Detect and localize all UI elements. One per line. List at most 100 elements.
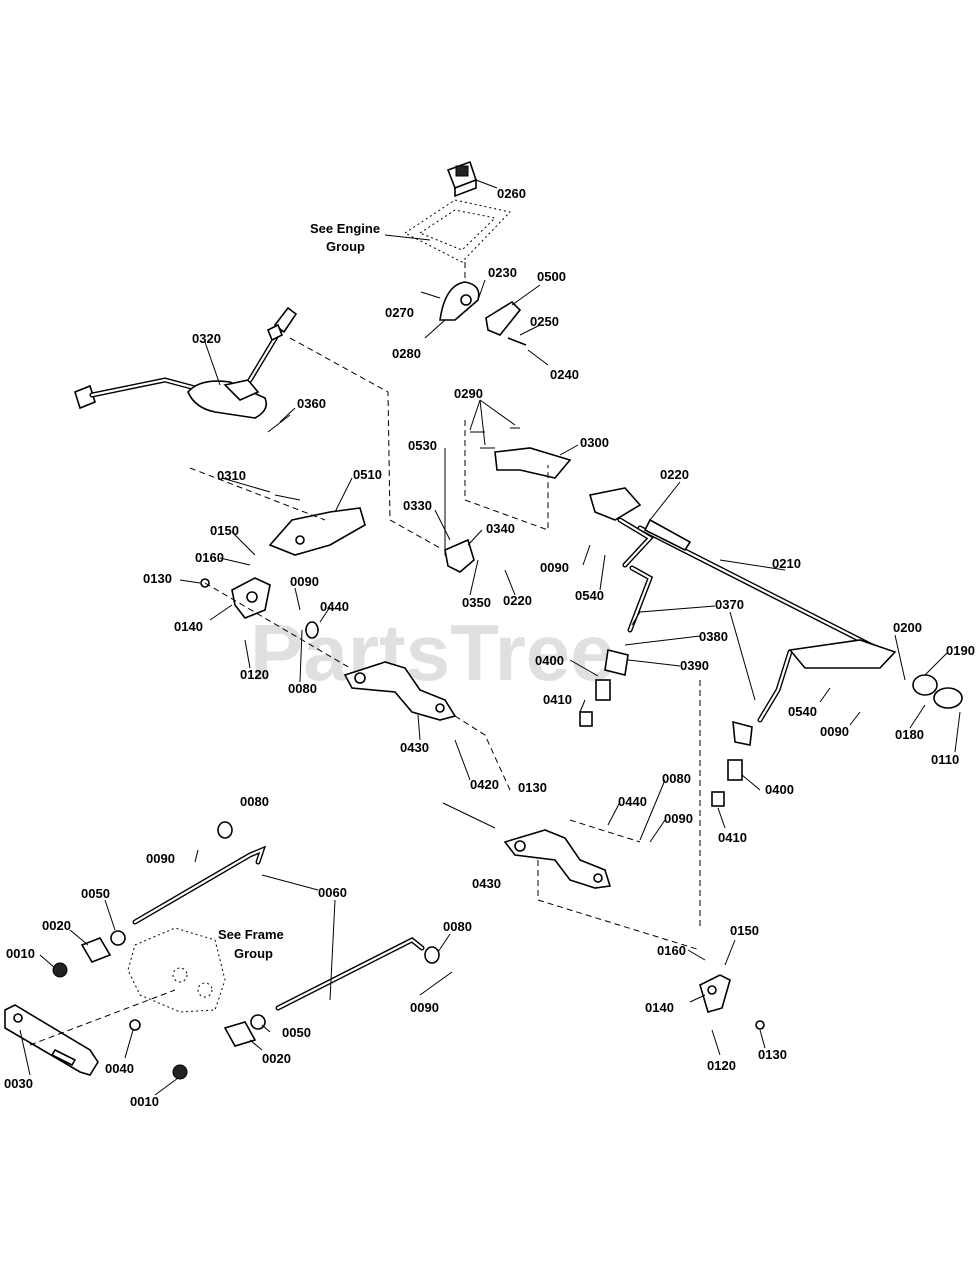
bushing-0400-0410-b[interactable] [711, 759, 743, 807]
label-0080-c[interactable]: 0080 [240, 794, 269, 809]
label-0020-a[interactable]: 0020 [42, 918, 71, 933]
label-0040[interactable]: 0040 [105, 1061, 134, 1076]
label-0120-a[interactable]: 0120 [240, 667, 269, 682]
label-0440-a[interactable]: 0440 [320, 599, 349, 614]
label-0390[interactable]: 0390 [680, 658, 709, 673]
label-0410-b[interactable]: 0410 [718, 830, 747, 845]
label-0090-f[interactable]: 0090 [540, 560, 569, 575]
label-0210[interactable]: 0210 [772, 556, 801, 571]
lever-0210-arm[interactable] [788, 639, 897, 669]
label-0430-a[interactable]: 0430 [400, 740, 429, 755]
label-0500[interactable]: 0500 [537, 269, 566, 284]
lever-0430-b[interactable] [503, 829, 612, 889]
label-0270[interactable]: 0270 [385, 305, 414, 320]
arm-0370[interactable] [627, 565, 793, 723]
label-0120-b[interactable]: 0120 [707, 1058, 736, 1073]
label-0010-a[interactable]: 0010 [6, 946, 35, 961]
label-0330[interactable]: 0330 [403, 498, 432, 513]
label-0160-a[interactable]: 0160 [195, 550, 224, 565]
label-0360[interactable]: 0360 [297, 396, 326, 411]
label-0090-c[interactable]: 0090 [664, 811, 693, 826]
label-0310[interactable]: 0310 [217, 468, 246, 483]
label-0010-b[interactable]: 0010 [130, 1094, 159, 1109]
screw-0360[interactable] [267, 414, 291, 433]
bushing-0400-0410-a[interactable] [579, 679, 611, 727]
bearing-0190[interactable] [912, 674, 963, 709]
bracket-0510[interactable] [268, 507, 366, 556]
label-0130-b[interactable]: 0130 [518, 780, 547, 795]
washer-0080-a[interactable] [305, 621, 319, 639]
bracket-0140-a[interactable] [231, 577, 271, 619]
spacer-0390-a[interactable] [604, 649, 629, 676]
label-0140-b[interactable]: 0140 [645, 1000, 674, 1015]
spacer-0390-b[interactable] [732, 720, 753, 746]
spring-0250[interactable] [507, 337, 527, 346]
nut-0130-c[interactable] [755, 1020, 765, 1030]
label-0510[interactable]: 0510 [353, 467, 382, 482]
label-0530[interactable]: 0530 [408, 438, 437, 453]
label-0090-d[interactable]: 0090 [146, 851, 175, 866]
shaft-0210[interactable] [617, 517, 883, 653]
bracket-0340[interactable] [444, 538, 475, 573]
label-0090-b[interactable]: 0090 [820, 724, 849, 739]
label-0130-c[interactable]: 0130 [758, 1047, 787, 1062]
label-0380[interactable]: 0380 [699, 629, 728, 644]
nut-0050-b[interactable] [250, 1014, 266, 1030]
plate-0030[interactable] [4, 1004, 99, 1076]
label-0080-a[interactable]: 0080 [288, 681, 317, 696]
label-0320[interactable]: 0320 [192, 331, 221, 346]
label-0440-b[interactable]: 0440 [618, 794, 647, 809]
label-0400-a[interactable]: 0400 [535, 653, 564, 668]
label-0160-b[interactable]: 0160 [657, 943, 686, 958]
label-0150-b[interactable]: 0150 [730, 923, 759, 938]
label-0030[interactable]: 0030 [4, 1076, 33, 1091]
label-0400-b[interactable]: 0400 [765, 782, 794, 797]
label-0050-a[interactable]: 0050 [81, 886, 110, 901]
label-0340[interactable]: 0340 [486, 521, 515, 536]
label-0350[interactable]: 0350 [462, 595, 491, 610]
label-0220-b[interactable]: 0220 [503, 593, 532, 608]
nut-0010-a[interactable] [52, 962, 68, 978]
label-0050-b[interactable]: 0050 [282, 1025, 311, 1040]
nut-0010-b[interactable] [172, 1064, 188, 1080]
label-0300[interactable]: 0300 [580, 435, 609, 450]
bracket-0300[interactable] [494, 447, 572, 479]
bracket-0140-b[interactable] [699, 974, 731, 1013]
pivot-0020-b[interactable] [223, 1021, 257, 1047]
label-0060[interactable]: 0060 [318, 885, 347, 900]
label-0420[interactable]: 0420 [470, 777, 499, 792]
label-0370[interactable]: 0370 [715, 597, 744, 612]
bracket-0500[interactable] [485, 300, 522, 336]
label-0230[interactable]: 0230 [488, 265, 517, 280]
label-0410-a[interactable]: 0410 [543, 692, 572, 707]
switch-0260[interactable] [446, 160, 478, 198]
bolts-0290[interactable] [470, 427, 520, 449]
label-0090-e[interactable]: 0090 [410, 1000, 439, 1015]
cable-assembly-0320[interactable] [74, 306, 298, 419]
washer-0080-d[interactable] [217, 821, 233, 839]
label-0220-a[interactable]: 0220 [660, 467, 689, 482]
bracket-0220-plate[interactable] [588, 487, 642, 521]
label-0080-d[interactable]: 0080 [443, 919, 472, 934]
washer-0080-e[interactable] [424, 946, 440, 964]
label-0280[interactable]: 0280 [392, 346, 421, 361]
label-0250[interactable]: 0250 [530, 314, 559, 329]
throttle-plate-0280[interactable] [439, 281, 480, 321]
label-0540-a[interactable]: 0540 [575, 588, 604, 603]
label-0150-a[interactable]: 0150 [210, 523, 239, 538]
label-0090-a[interactable]: 0090 [290, 574, 319, 589]
label-0130-a[interactable]: 0130 [143, 571, 172, 586]
rod-0060-b[interactable] [275, 937, 425, 1011]
label-0200[interactable]: 0200 [893, 620, 922, 635]
label-0180[interactable]: 0180 [895, 727, 924, 742]
label-0140-a[interactable]: 0140 [174, 619, 203, 634]
label-0240[interactable]: 0240 [550, 367, 579, 382]
label-0260[interactable]: 0260 [497, 186, 526, 201]
label-0190[interactable]: 0190 [946, 643, 975, 658]
label-0290[interactable]: 0290 [454, 386, 483, 401]
rod-0060-a[interactable] [132, 845, 267, 925]
pivot-0020-a[interactable] [80, 937, 112, 963]
label-0020-b[interactable]: 0020 [262, 1051, 291, 1066]
label-0080-b[interactable]: 0080 [662, 771, 691, 786]
label-0430-b[interactable]: 0430 [472, 876, 501, 891]
